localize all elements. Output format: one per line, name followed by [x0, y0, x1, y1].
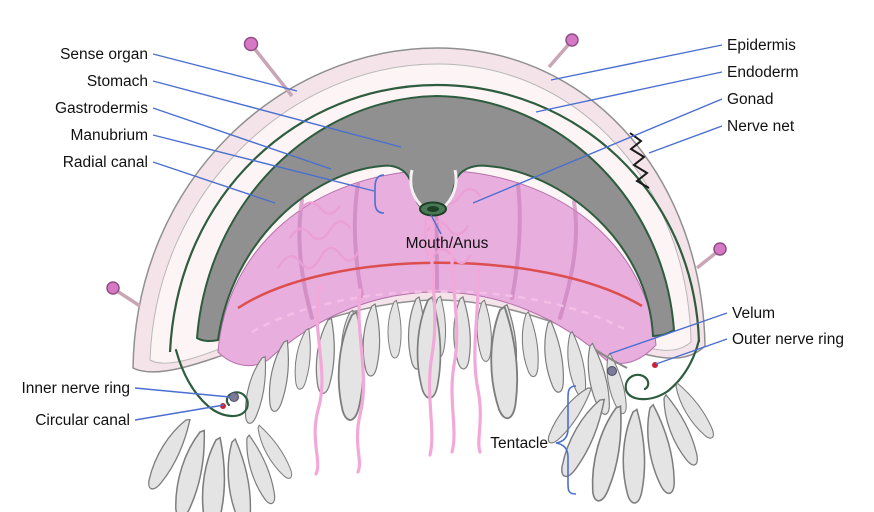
outer-nerve-ring-leader — [655, 338, 728, 365]
inner-nerve-ring-dot-left — [229, 392, 239, 402]
gonad-lace-2 — [288, 220, 352, 241]
radial-canal-1 — [297, 198, 314, 320]
sense-club-bulb-left — [106, 281, 120, 295]
label-gonad: Gonad — [727, 91, 774, 108]
stomach-region — [195, 94, 676, 343]
radial-canal-4 — [510, 182, 522, 300]
pink-oral-tentacles — [313, 216, 482, 476]
sense-club-stalk-topright — [547, 42, 571, 69]
pink-tentacle-2 — [355, 288, 366, 474]
radial-canal-2 — [352, 182, 364, 298]
label-endoderm: Endoderm — [727, 64, 799, 81]
manubrium-leader — [152, 134, 375, 192]
label-circular-canal: Circular canal — [35, 412, 130, 429]
sense-club-bulb-right — [713, 242, 727, 256]
gastrodermis-leader — [152, 107, 332, 170]
label-inner-nerve-ring: Inner nerve ring — [21, 380, 130, 397]
gonad-lace-5 — [426, 220, 470, 236]
circular-canal-leader — [134, 404, 225, 421]
gonad-lace-1 — [276, 246, 360, 270]
stomach-mass — [195, 94, 676, 343]
label-tentacle: Tentacle — [490, 435, 548, 452]
mouth-strand-2 — [436, 215, 443, 255]
velum-membrane — [595, 349, 628, 369]
margin-structures — [141, 338, 719, 512]
pink-tentacle-5 — [473, 266, 482, 454]
mouth-strand-1 — [423, 215, 430, 257]
circular-canal-dot-left — [220, 403, 226, 409]
velum-leader — [608, 312, 728, 355]
nerve-net-leader — [648, 125, 723, 154]
endoderm-leader — [535, 71, 723, 113]
labels: Sense organ Stomach Gastrodermis Manubri… — [21, 37, 844, 452]
label-gastrodermis: Gastrodermis — [55, 100, 148, 117]
manubrium-bracket — [374, 174, 385, 214]
inner-nerve-ring-dot-right — [607, 366, 617, 376]
sense-club-stalk-right — [695, 250, 719, 270]
gonad-leader — [472, 98, 723, 204]
label-velum: Velum — [732, 305, 775, 322]
epidermis-leader — [550, 44, 723, 81]
tentacle-brace — [555, 385, 577, 495]
label-epidermis: Epidermis — [727, 37, 796, 54]
leader-lines — [134, 44, 728, 495]
sense-club-bulb-topleft — [243, 36, 259, 52]
pink-tentacle-1 — [313, 283, 324, 476]
label-outer-nerve-ring: Outer nerve ring — [732, 331, 844, 348]
label-sense-organ: Sense organ — [60, 46, 148, 63]
label-stomach: Stomach — [87, 73, 148, 90]
left-margin-hook — [174, 348, 249, 418]
sense-organ-leader — [152, 53, 298, 92]
nerve-net-zigzag — [629, 132, 650, 189]
pink-tentacle-4 — [450, 238, 459, 454]
inner-nerve-ring-leader — [134, 387, 231, 398]
mouth-anus-leader — [430, 214, 442, 235]
ring-canal-red-line — [237, 261, 643, 310]
mouth-opening-inner — [427, 206, 439, 212]
dashed-membrane-line — [251, 290, 627, 334]
sense-club-stalk-left — [116, 289, 141, 308]
sense-club-bulb-topright — [565, 33, 579, 47]
radial-canal-5 — [558, 200, 578, 320]
gastrodermis-line — [168, 83, 701, 353]
right-margin-hook — [624, 338, 701, 401]
stomach-leader — [152, 80, 402, 148]
label-manubrium: Manubrium — [70, 127, 148, 144]
radial-canal-leader — [152, 161, 276, 204]
label-nerve-net: Nerve net — [727, 118, 795, 135]
label-radial-canal: Radial canal — [63, 154, 148, 171]
gonad-lace-3 — [298, 201, 342, 215]
label-mouth-anus: Mouth/Anus — [406, 235, 489, 252]
pink-tentacle-3 — [427, 216, 437, 457]
